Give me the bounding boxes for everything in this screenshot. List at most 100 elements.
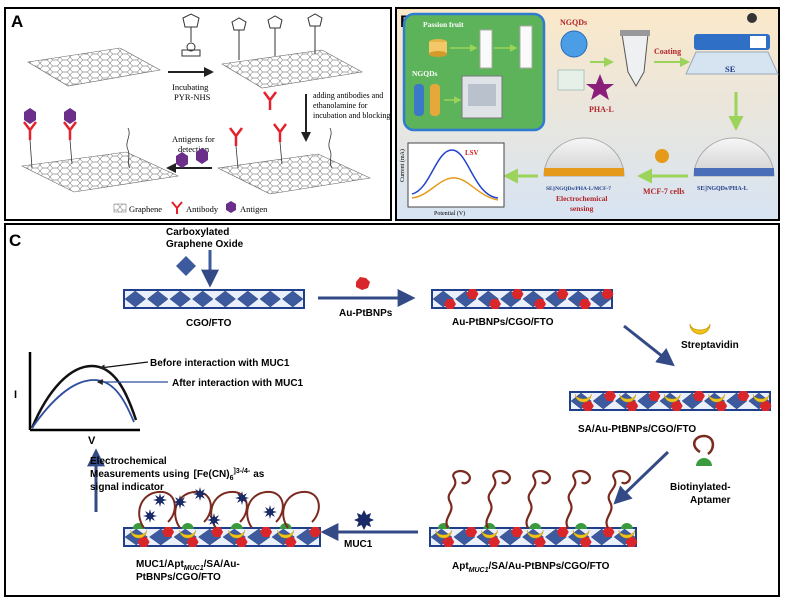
cgo-title-1: Carboxylated: [166, 227, 229, 238]
au-ptbnp: [737, 391, 750, 401]
au-ptbnp: [579, 537, 592, 547]
au-ptbnp: [579, 299, 591, 309]
cv-plot: Before interaction with MUC1 After inter…: [14, 352, 304, 447]
phal-label: PHA-L: [589, 105, 614, 114]
se-label: SE: [725, 64, 736, 74]
step3-line1: Antigens for: [172, 134, 215, 144]
muc1-bound-star: [207, 513, 221, 527]
passion-fruit-label: Passion fruit: [423, 20, 464, 29]
au-ptbnp: [604, 391, 616, 401]
au-ptbnp: [581, 401, 594, 411]
biotin-aptamer-2: Aptamer: [690, 495, 731, 506]
au-ptbnp: [466, 289, 479, 299]
echem-formula-sup: ]3-/4-: [234, 468, 251, 475]
echem-line2b: as: [253, 469, 265, 480]
aptamer-strand: [565, 469, 591, 529]
au-ptbnp: [444, 299, 456, 309]
au-ptbnp: [488, 537, 501, 547]
legend-antibody-icon: [171, 201, 183, 214]
streptavidin: [526, 529, 544, 539]
biotin-aptamer-icon: [692, 434, 715, 466]
streptavidin: [130, 529, 147, 539]
step2-line2: ethanolamine for: [313, 101, 368, 110]
arrow-c3: [613, 450, 670, 505]
linkers-bound: [235, 127, 333, 169]
echem-line3: signal indicator: [90, 482, 164, 493]
graphene-sheet-1: [27, 47, 161, 87]
mcf7-cell-icon: [655, 149, 669, 163]
au-ptbnps-icon: [356, 277, 370, 290]
step1-line2: PYR-NHS: [174, 92, 211, 102]
tube-icons: [479, 25, 533, 69]
cgo-title-2: Graphene Oxide: [166, 239, 244, 250]
au-ptbnp: [465, 527, 478, 537]
au-ptbnp: [489, 299, 501, 309]
ngqds-label: NGQDs: [560, 18, 587, 27]
lsv-label: LSV: [465, 149, 479, 157]
inset-flow-arrows: [444, 44, 518, 104]
streptavidin: [752, 393, 770, 403]
final-label-2: PtBNPs/CGO/FTO: [136, 572, 221, 583]
apt-label-main: Apt: [452, 561, 469, 572]
muc1-bound-star: [173, 495, 187, 509]
fto-electrode: [123, 289, 305, 309]
antigen-icons: [176, 148, 208, 168]
au-ptbnp: [511, 289, 524, 299]
cgo-diamond: [214, 290, 236, 308]
echem-line1: Electrochemical: [90, 456, 167, 467]
centrifuge-tube-icon: [620, 30, 650, 88]
cgo-diamond: [237, 290, 259, 308]
autoclave-icon: [461, 75, 503, 119]
antibody-icon: [263, 91, 277, 110]
biotin: [529, 523, 542, 529]
biotin: [575, 523, 588, 529]
panel-c-letter: C: [9, 231, 21, 250]
muc1-bound-star: [235, 491, 249, 505]
final-label-1a: MUC1/Apt: [136, 559, 184, 570]
au-ptbnp: [442, 537, 455, 547]
mcf7-label: MCF-7 cells: [643, 187, 685, 196]
biotin: [620, 523, 633, 529]
pyr-nhs-attached: [231, 13, 323, 60]
after-label: After interaction with MUC1: [172, 378, 304, 389]
panel-a-letter: A: [11, 12, 23, 31]
aptamer-strands: [445, 469, 631, 529]
graphene-sheet-3: [217, 153, 372, 195]
muc1-star-icon: [354, 510, 374, 530]
muc1-label: MUC1: [344, 539, 373, 550]
apt-label-sub: MUC1: [469, 567, 489, 574]
lsv-plot-frame: [407, 142, 505, 208]
au-ptbnp: [602, 527, 615, 537]
echem-formula-sub: 6: [230, 475, 234, 482]
panel-b: B Passion fruit NGQDs NGQDs: [395, 7, 780, 221]
graphene-sheet-2: [221, 49, 363, 89]
au-ptbnp: [670, 401, 683, 411]
antibody-antigen-complex: [23, 108, 131, 169]
sensing-line1: Electrochemical: [556, 194, 608, 203]
streptavidin: [575, 393, 592, 403]
au-ptbnp: [186, 537, 199, 547]
aptamer-loop: [282, 490, 320, 529]
streptavidin: [435, 529, 453, 539]
fto-bar-final: [123, 523, 322, 547]
streptavidin-icon: [689, 323, 711, 335]
panel-a: A Incubating PYR-NHS adding antibodies a…: [4, 7, 392, 221]
streptavidin: [277, 529, 294, 539]
lsv-blue-curve: [411, 149, 499, 199]
au-ptbnp: [626, 401, 639, 411]
au-ptbnp: [715, 401, 728, 411]
aptamer-strand: [525, 469, 551, 529]
step1-line1: Incubating: [172, 82, 209, 92]
muc1-bound-star: [193, 487, 207, 501]
cgo-fto-label: CGO/FTO: [186, 318, 232, 329]
sa-au-label: SA/Au-PtBNPs/CGO/FTO: [578, 424, 696, 435]
final-label-1b: /SA/Au-: [204, 559, 240, 570]
cv-before-curve: [30, 364, 138, 429]
echem-formula: [Fe(CN): [193, 469, 229, 480]
step3-line2: detection: [178, 144, 210, 154]
au-ptbnp: [759, 401, 772, 411]
au-ptbnp: [162, 527, 175, 537]
muc1-bound-star: [263, 505, 277, 519]
muc1-bound-star: [153, 493, 167, 507]
